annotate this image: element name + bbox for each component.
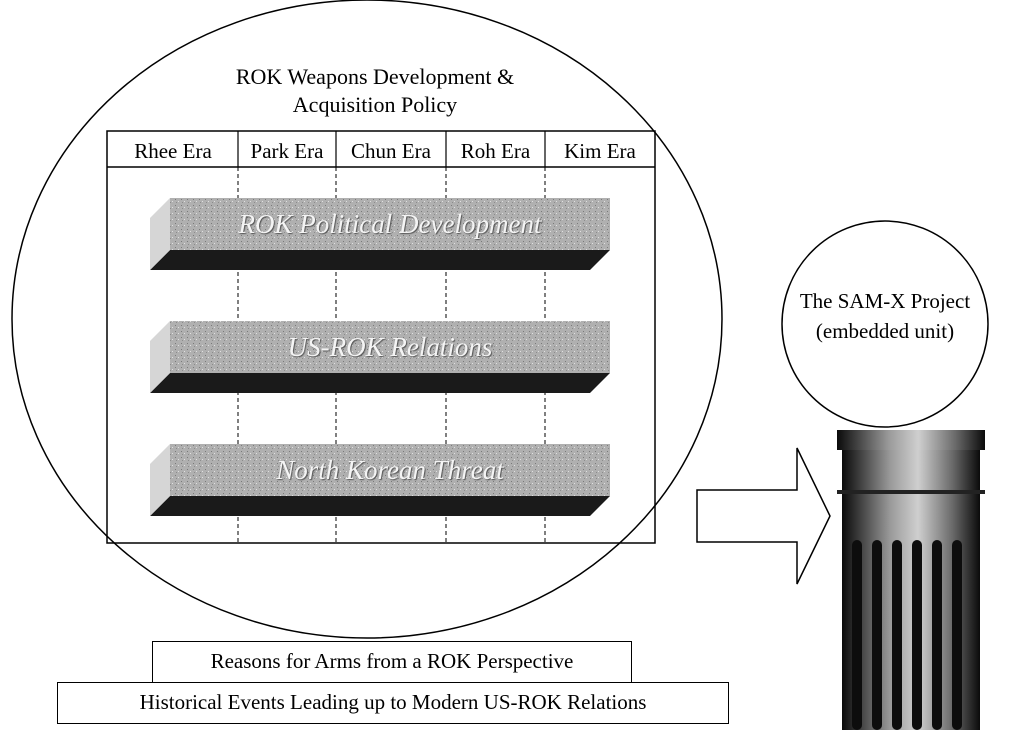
era-header: Roh Era [460, 139, 531, 163]
factor-bar-relations [150, 321, 610, 393]
factor-label-relations: US-ROK Relations [287, 332, 493, 362]
factor-label-political: ROK Political Development [238, 209, 542, 239]
policy-title-line2: Acquisition Policy [292, 92, 458, 117]
era-table [106, 130, 656, 544]
era-header: Park Era [250, 139, 324, 163]
factor-label-threat: North Korean Threat [276, 455, 504, 485]
factor-bar-political [150, 198, 610, 270]
history-box: Historical Events Leading up to Modern U… [57, 682, 729, 724]
era-header: Rhee Era [134, 139, 212, 163]
era-header: Chun Era [351, 139, 431, 163]
policy-title-line1: ROK Weapons Development & [235, 64, 515, 89]
project-title-line1: The SAM-X Project [799, 289, 971, 313]
project-title-line2: (embedded unit) [815, 319, 955, 343]
era-header: Kim Era [564, 139, 636, 163]
right-arrow-icon [696, 447, 831, 585]
policy-circle [11, 0, 723, 639]
pillar-icon [837, 430, 985, 730]
project-circle [781, 220, 989, 428]
factor-bar-threat [150, 444, 610, 516]
reasons-box: Reasons for Arms from a ROK Perspective [152, 641, 632, 683]
